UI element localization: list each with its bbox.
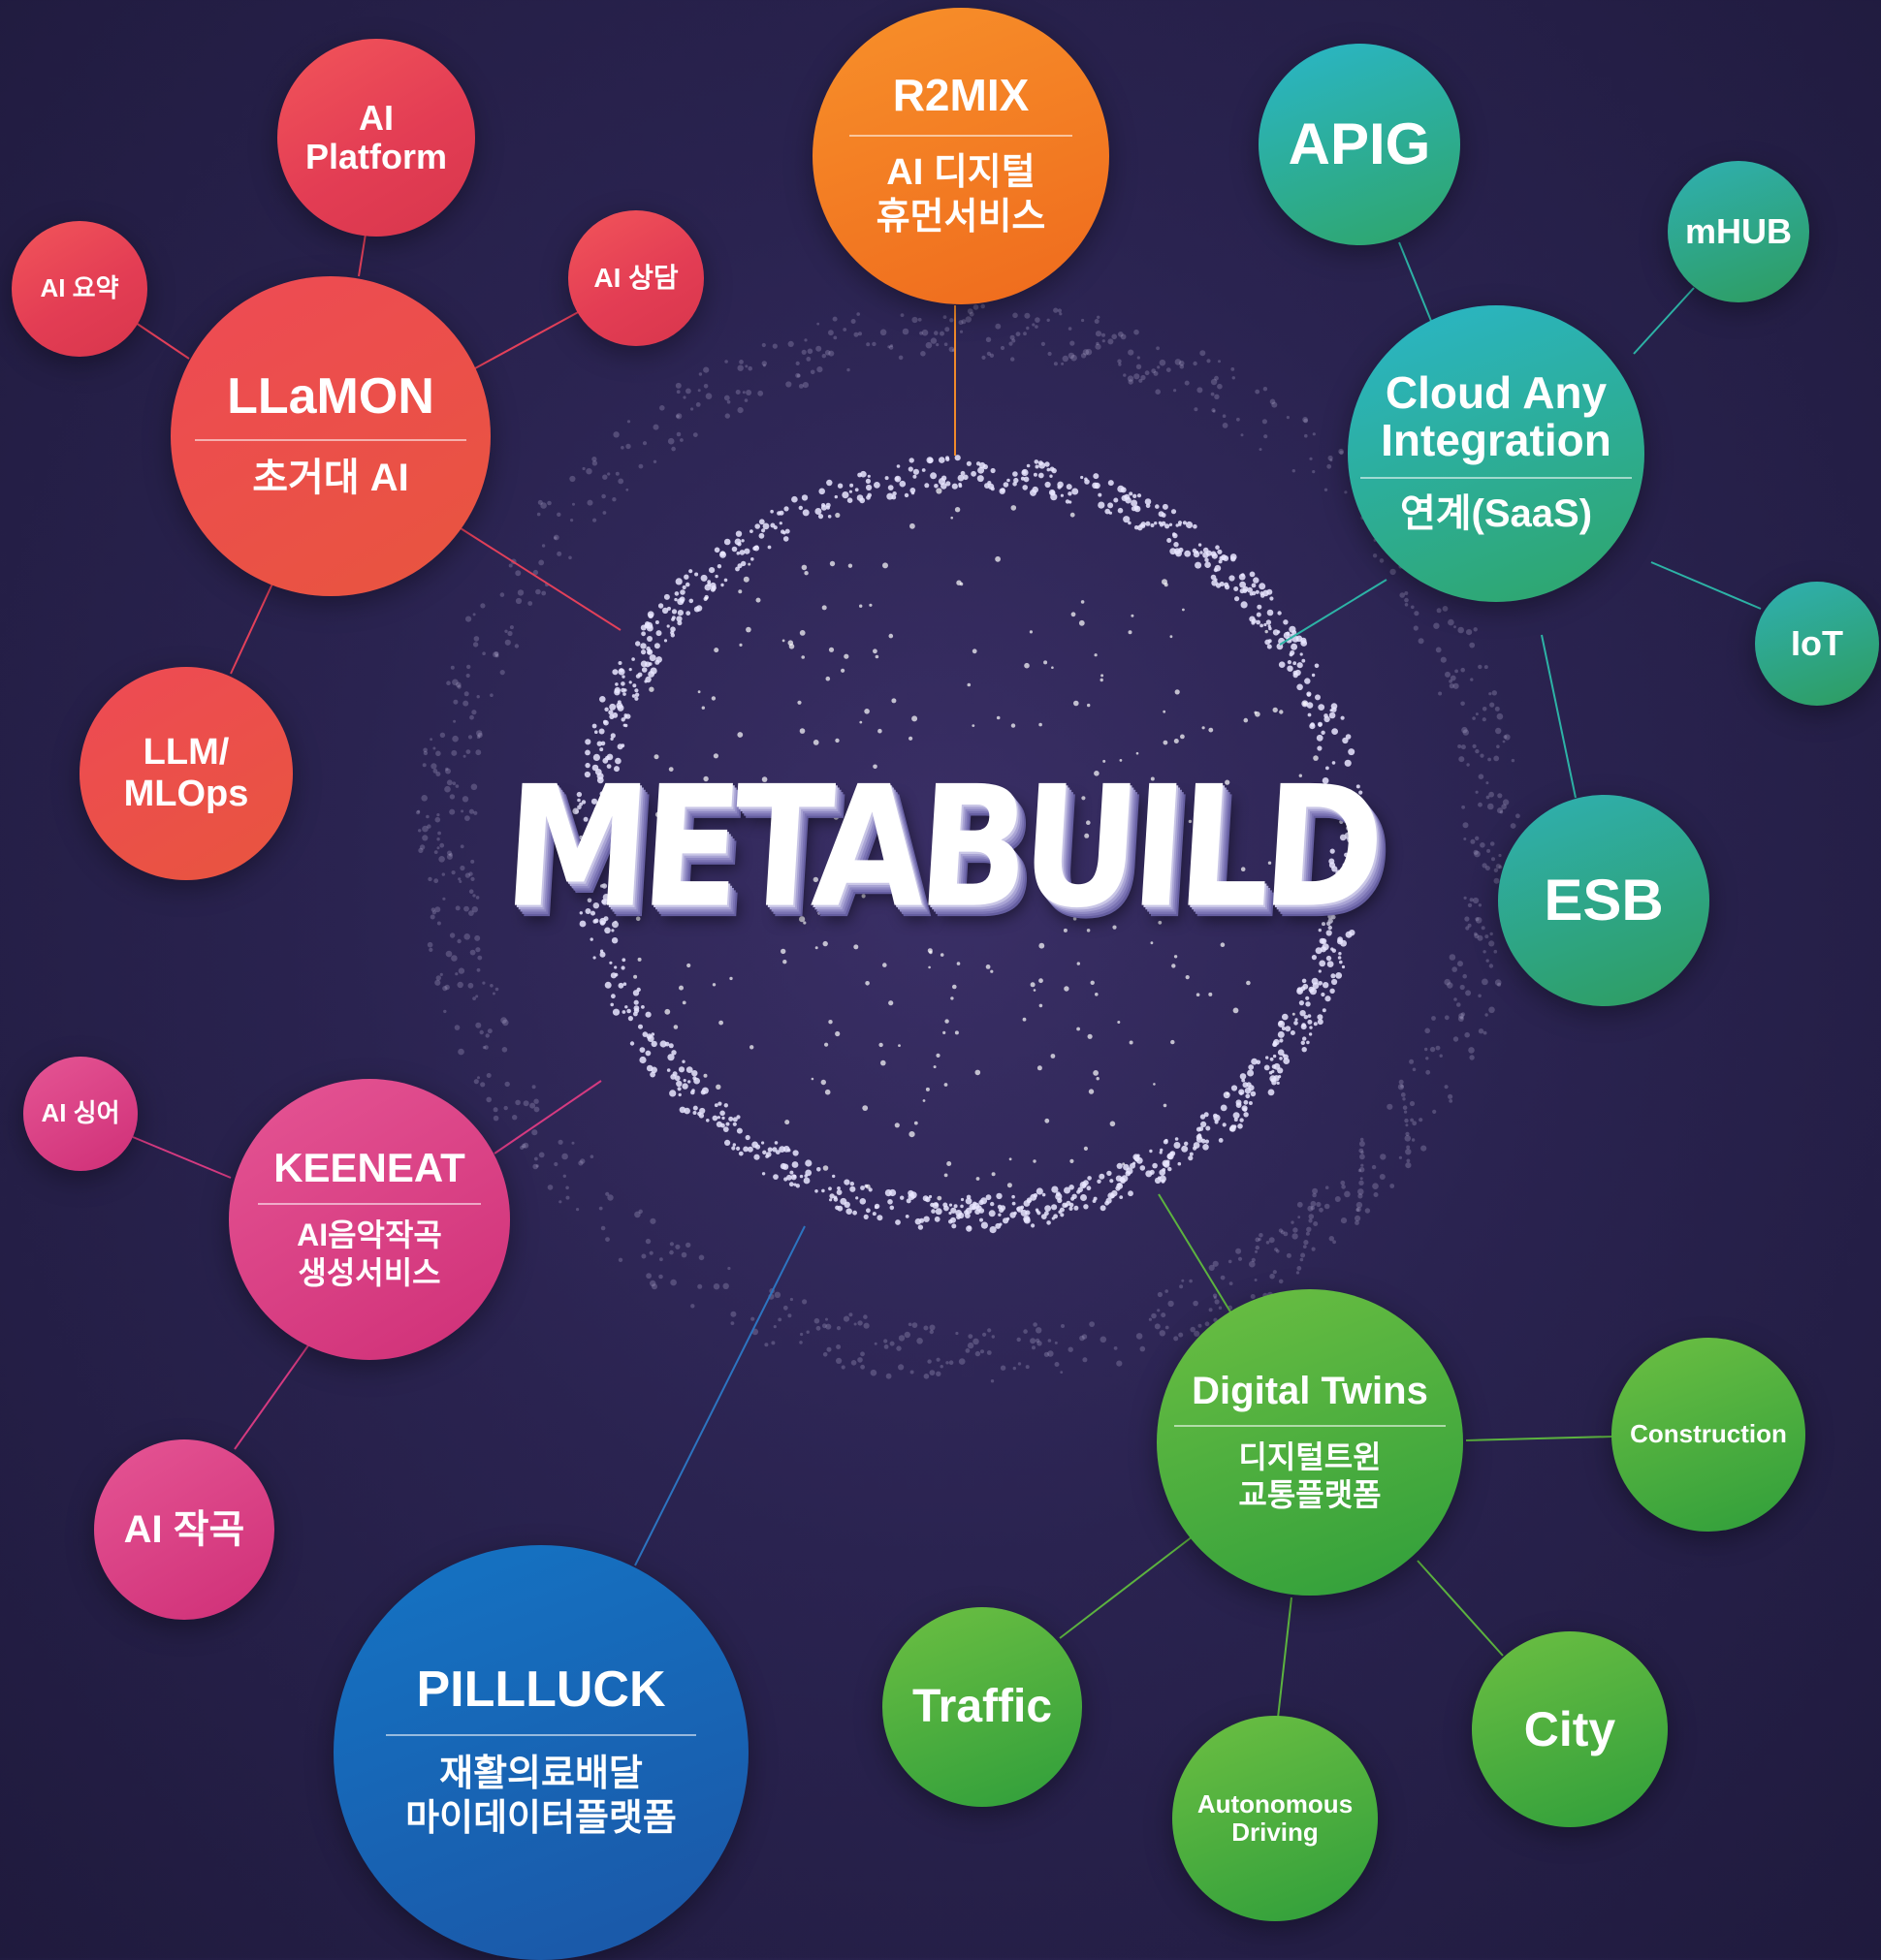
link-dt-city bbox=[1417, 1560, 1504, 1657]
mhub-label: mHUB bbox=[1684, 210, 1792, 251]
ai-consult-label: AI 상담 bbox=[593, 263, 679, 294]
node-ai-compose[interactable]: AI 작곡 bbox=[94, 1439, 274, 1620]
esb-label: ESB bbox=[1544, 868, 1664, 933]
llamon-subtitle: 초거대 AI bbox=[252, 456, 409, 499]
node-pillluck[interactable]: PILLLUCK 재활의료배달 마이데이터플랫폼 bbox=[334, 1545, 749, 1960]
link-keeneat-hub bbox=[494, 1080, 602, 1154]
link-dt-construction bbox=[1465, 1436, 1613, 1441]
node-ai-singer[interactable]: AI 싱어 bbox=[23, 1057, 138, 1171]
pillluck-divider bbox=[386, 1733, 696, 1736]
digital-twins-subtitle: 디지털트윈 교통플랫폼 bbox=[1238, 1438, 1382, 1512]
link-cloud-hub bbox=[1279, 579, 1387, 646]
node-construction[interactable]: Construction bbox=[1611, 1338, 1805, 1532]
node-llm-mlops[interactable]: LLM/ MLOps bbox=[80, 667, 293, 880]
link-dt-autonomous bbox=[1277, 1596, 1292, 1719]
city-label: City bbox=[1523, 1702, 1616, 1756]
node-traffic[interactable]: Traffic bbox=[882, 1607, 1082, 1807]
node-ai-consult[interactable]: AI 상담 bbox=[568, 210, 704, 346]
node-cloud-any-integration[interactable]: Cloud Any Integration 연계(SaaS) bbox=[1348, 305, 1644, 602]
metabuild-logo: METABUILD bbox=[498, 750, 1383, 946]
pillluck-title: PILLLUCK bbox=[416, 1661, 666, 1719]
link-pillluck-hub bbox=[634, 1225, 806, 1566]
iot-label: IoT bbox=[1791, 622, 1843, 663]
link-cloud-iot bbox=[1650, 561, 1762, 610]
node-digital-twins[interactable]: Digital Twins 디지털트윈 교통플랫폼 bbox=[1157, 1289, 1463, 1596]
node-esb[interactable]: ESB bbox=[1498, 795, 1709, 1006]
node-llamon[interactable]: LLaMON 초거대 AI bbox=[171, 276, 491, 596]
ai-compose-label: AI 작곡 bbox=[123, 1507, 245, 1551]
link-llamon-ai-consult bbox=[474, 309, 583, 369]
keeneat-subtitle: AI음악작곡 생성서비스 bbox=[297, 1217, 442, 1291]
link-llamon-ai-summary bbox=[135, 322, 190, 360]
link-dt-traffic bbox=[1059, 1535, 1194, 1639]
link-dt-hub bbox=[1158, 1193, 1232, 1314]
digital-twins-title: Digital Twins bbox=[1192, 1369, 1428, 1412]
pillluck-subtitle: 재활의료배달 마이데이터플랫폼 bbox=[405, 1753, 677, 1840]
keeneat-title: KEENEAT bbox=[273, 1144, 465, 1190]
node-mhub[interactable]: mHUB bbox=[1668, 161, 1809, 302]
keeneat-divider bbox=[258, 1203, 481, 1206]
cloud-any-subtitle: 연계(SaaS) bbox=[1399, 491, 1593, 535]
cloud-any-divider bbox=[1360, 476, 1632, 479]
autonomous-driving-label: Autonomous Driving bbox=[1196, 1788, 1354, 1847]
ai-singer-label: AI 싱어 bbox=[41, 1098, 120, 1128]
cloud-any-title: Cloud Any Integration bbox=[1381, 367, 1611, 465]
link-cloud-mhub bbox=[1633, 287, 1695, 355]
traffic-label: Traffic bbox=[911, 1681, 1053, 1733]
node-r2mix[interactable]: R2MIX AI 디지털 휴먼서비스 bbox=[813, 8, 1109, 304]
link-llamon-llm bbox=[230, 581, 274, 675]
r2mix-divider bbox=[849, 134, 1072, 137]
construction-label: Construction bbox=[1630, 1419, 1787, 1449]
node-ai-platform[interactable]: AI Platform bbox=[277, 39, 475, 237]
link-cloud-apig bbox=[1398, 241, 1434, 327]
link-keeneat-ai-compose bbox=[234, 1344, 309, 1450]
node-keeneat[interactable]: KEENEAT AI음악작곡 생성서비스 bbox=[229, 1079, 510, 1360]
apig-label: APIG bbox=[1288, 111, 1431, 177]
link-llamon-hub bbox=[460, 527, 622, 631]
link-cloud-esb bbox=[1541, 634, 1577, 799]
node-autonomous-driving[interactable]: Autonomous Driving bbox=[1172, 1716, 1378, 1921]
r2mix-title: R2MIX bbox=[892, 70, 1030, 121]
link-keeneat-ai-singer bbox=[132, 1136, 232, 1179]
digital-twins-divider bbox=[1174, 1424, 1446, 1427]
llm-mlops-label: LLM/ MLOps bbox=[123, 732, 249, 814]
node-iot[interactable]: IoT bbox=[1755, 582, 1879, 706]
node-apig[interactable]: APIG bbox=[1259, 44, 1460, 245]
ai-platform-label: AI Platform bbox=[304, 97, 448, 176]
node-ai-summary[interactable]: AI 요약 bbox=[12, 221, 147, 357]
node-city[interactable]: City bbox=[1472, 1631, 1668, 1827]
llamon-title: LLaMON bbox=[227, 368, 434, 426]
r2mix-subtitle: AI 디지털 휴먼서비스 bbox=[876, 151, 1046, 238]
llamon-divider bbox=[195, 438, 466, 441]
ai-summary-label: AI 요약 bbox=[40, 273, 119, 303]
